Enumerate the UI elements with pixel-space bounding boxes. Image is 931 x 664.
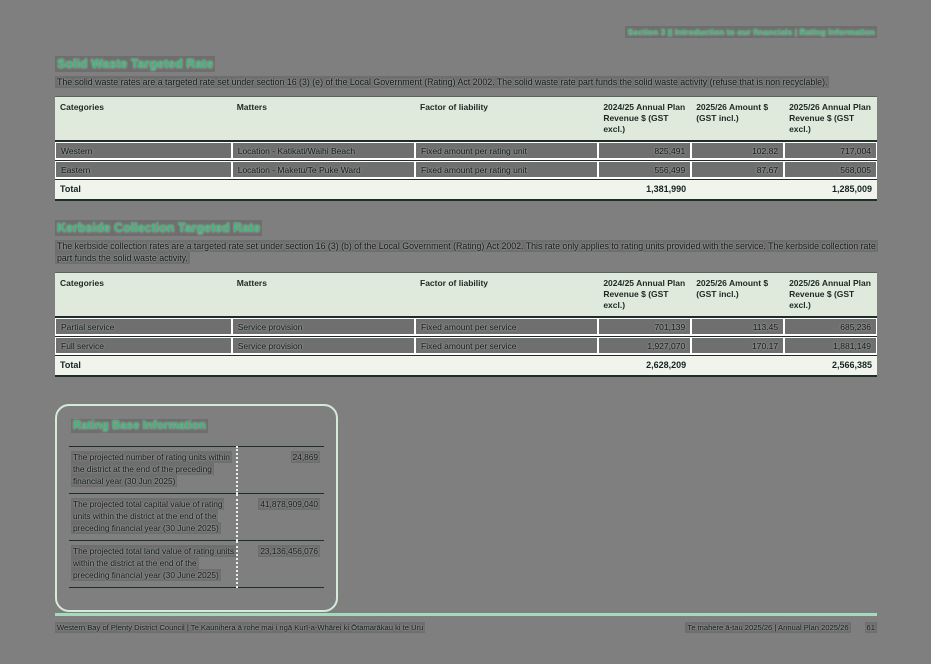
rating-base-value: 23,136,456,076 xyxy=(236,539,324,588)
table-cell: Fixed amount per rating unit xyxy=(415,140,599,161)
table-cell: 87.67 xyxy=(691,160,785,180)
column-header: Matters xyxy=(231,96,416,142)
column-header: Categories xyxy=(55,272,232,318)
header-breadcrumb: Section 3 || Introduction to our financi… xyxy=(625,26,877,38)
kerbside-section: Kerbside Collection Targeted Rate The ke… xyxy=(55,219,878,377)
column-header: 2024/25 Annual Plan Revenue $ (GST excl.… xyxy=(598,272,692,318)
column-header: 2025/26 Amount $ (GST incl.) xyxy=(691,96,785,142)
table-cell: 1,881,149 xyxy=(784,336,877,356)
table-cell: 717,004 xyxy=(784,140,877,161)
column-header: Matters xyxy=(231,272,416,318)
total-value xyxy=(231,355,416,377)
column-header: Categories xyxy=(55,96,232,142)
total-value xyxy=(415,179,599,201)
rating-base-row: The projected total capital value of rat… xyxy=(69,492,324,540)
table-total-row: Total 2,628,209 2,566,385 xyxy=(55,355,877,377)
rating-base-row: The projected number of rating units wit… xyxy=(69,445,324,493)
rating-base-box: Rating Base Information The projected nu… xyxy=(55,403,338,612)
total-value xyxy=(231,179,416,201)
total-label: Total xyxy=(55,355,232,377)
table-cell: 701,139 xyxy=(598,316,692,337)
rating-base-label: The projected total capital value of rat… xyxy=(69,492,238,540)
table-cell: Service provision xyxy=(231,316,416,337)
column-header: 2025/26 Annual Plan Revenue $ (GST excl.… xyxy=(784,96,877,142)
kerbside-description: The kerbside collection rates are a targ… xyxy=(55,239,878,264)
page-footer: Western Bay of Plenty District Council |… xyxy=(55,613,877,633)
table-cell: Full service xyxy=(55,336,232,356)
table-cell: Eastern xyxy=(55,160,232,180)
total-value xyxy=(691,179,785,201)
footer-divider xyxy=(55,613,877,616)
total-value: 1,285,009 xyxy=(784,179,877,201)
total-value: 2,566,385 xyxy=(784,355,877,377)
solid-waste-title: Solid Waste Targeted Rate xyxy=(55,56,216,72)
rating-base-table: The projected number of rating units wit… xyxy=(69,445,324,588)
rating-base-value: 24,869 xyxy=(236,445,324,493)
table-cell: 825,491 xyxy=(598,140,692,161)
rating-base-label: The projected total land value of rating… xyxy=(69,539,238,588)
table-cell: 556,499 xyxy=(598,160,692,180)
table-cell: 685,236 xyxy=(784,316,877,337)
page-content: Section 3 || Introduction to our financi… xyxy=(55,0,878,612)
footer-plan-title: Te mahere ā-tau 2025/26 | Annual Plan 20… xyxy=(685,622,851,633)
column-header: Factor of liability xyxy=(415,96,599,142)
kerbside-title: Kerbside Collection Targeted Rate xyxy=(55,219,263,236)
rating-base-label: The projected number of rating units wit… xyxy=(69,445,238,493)
table-cell: Fixed amount per service xyxy=(415,316,599,337)
column-header: 2025/26 Annual Plan Revenue $ (GST excl.… xyxy=(784,272,877,318)
solid-waste-description: The solid waste rates are a targeted rat… xyxy=(55,76,830,88)
table-cell: 1,927,070 xyxy=(598,336,692,356)
column-header: 2025/26 Amount $ (GST incl.) xyxy=(691,272,785,318)
table-cell: Fixed amount per rating unit xyxy=(415,160,599,180)
total-value: 2,628,209 xyxy=(598,355,692,377)
column-header: 2024/25 Annual Plan Revenue $ (GST excl.… xyxy=(598,96,692,142)
total-value xyxy=(415,355,599,377)
solid-waste-section: Solid Waste Targeted Rate The solid wast… xyxy=(55,56,877,201)
table-cell: 113.45 xyxy=(691,316,785,337)
footer-page-number: 61 xyxy=(864,622,877,633)
table-cell: Location - Maketu/Te Puke Ward xyxy=(231,160,416,180)
total-label: Total xyxy=(55,179,232,201)
page-header: Section 3 || Introduction to our financi… xyxy=(55,26,877,38)
table-cell: Location - Katikati/Waihi Beach xyxy=(231,140,416,161)
table-total-row: Total 1,381,990 1,285,009 xyxy=(55,179,877,201)
total-value xyxy=(691,355,785,377)
rating-base-row: The projected total land value of rating… xyxy=(69,539,324,588)
table-cell: 170.17 xyxy=(691,336,785,356)
table-cell: Western xyxy=(55,140,232,161)
table-cell: Partial service xyxy=(55,316,232,337)
rating-base-value: 41,878,909,040 xyxy=(236,492,324,540)
table-cell: 568,005 xyxy=(784,160,877,180)
rating-base-title: Rating Base Information xyxy=(71,418,208,433)
table-cell: Service provision xyxy=(231,336,416,356)
total-value: 1,381,990 xyxy=(598,179,692,201)
table-cell: Fixed amount per service xyxy=(415,336,599,356)
footer-council-name: Western Bay of Plenty District Council |… xyxy=(55,622,426,633)
column-header: Factor of liability xyxy=(415,272,599,318)
table-cell: 102.82 xyxy=(691,140,785,161)
